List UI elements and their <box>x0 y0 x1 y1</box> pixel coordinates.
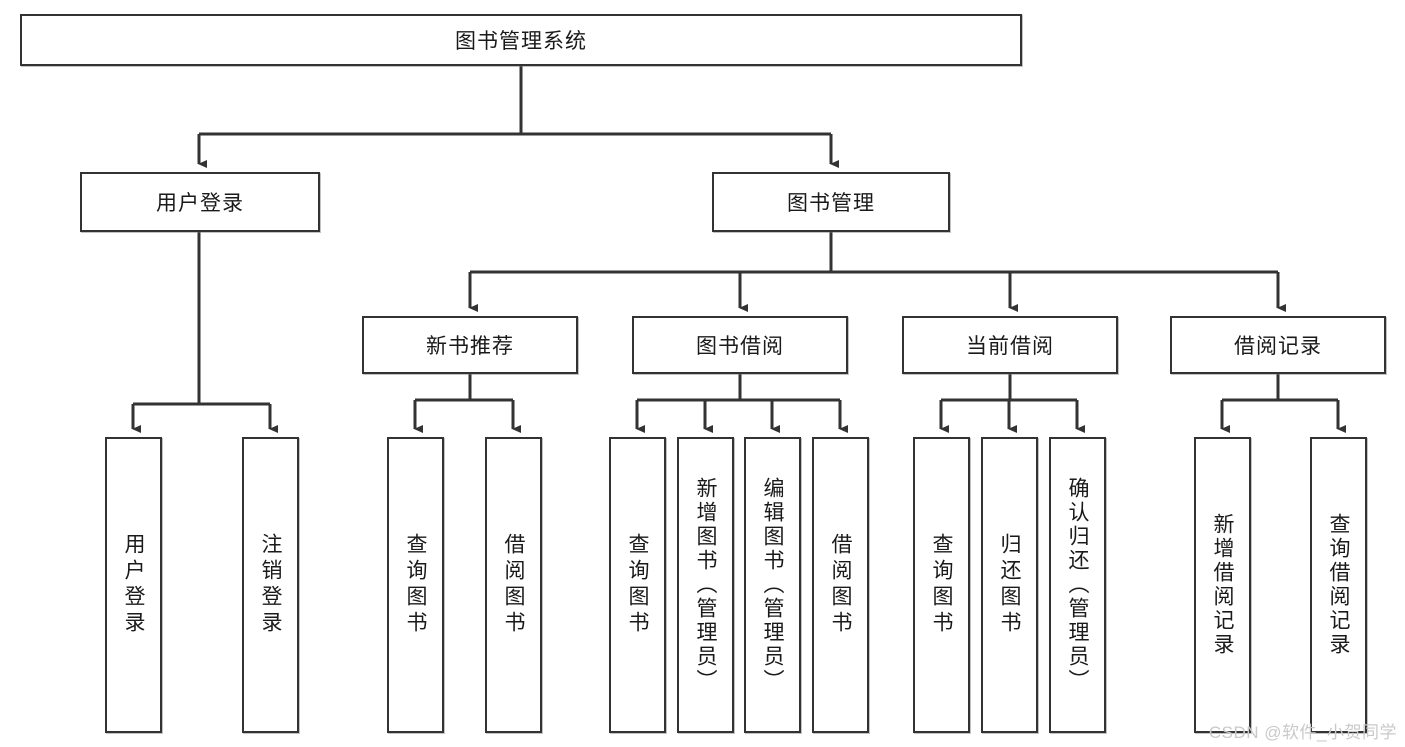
leaf-new-book-borrow[interactable]: 借阅图书 <box>485 437 542 733</box>
node-borrow-record-label: 借阅记录 <box>1234 335 1322 358</box>
watermark: CSDN @软件_小贺同学 <box>1208 723 1397 742</box>
node-borrow-record[interactable]: 借阅记录 <box>1170 316 1386 374</box>
node-current-borrow[interactable]: 当前借阅 <box>902 316 1118 374</box>
node-root-label: 图书管理系统 <box>455 30 587 53</box>
node-new-book-recommend[interactable]: 新书推荐 <box>362 316 578 374</box>
node-current-borrow-label: 当前借阅 <box>966 335 1054 358</box>
leaf-label: 确认归还（管理员） <box>1066 477 1089 693</box>
leaf-user-login-login[interactable]: 用户登录 <box>105 437 162 733</box>
node-root-system[interactable]: 图书管理系统 <box>20 14 1022 66</box>
leaf-label: 查询借阅记录 <box>1327 513 1350 657</box>
leaf-borrow-record-query[interactable]: 查询借阅记录 <box>1310 437 1367 733</box>
node-book-borrow[interactable]: 图书借阅 <box>632 316 848 374</box>
leaf-label: 查询图书 <box>930 533 953 637</box>
node-new-book-recommend-label: 新书推荐 <box>426 335 514 358</box>
leaf-book-borrow-edit[interactable]: 编辑图书（管理员） <box>744 437 801 733</box>
leaf-label: 查询图书 <box>404 533 427 637</box>
node-book-borrow-label: 图书借阅 <box>696 335 784 358</box>
leaf-label: 新增借阅记录 <box>1211 513 1234 657</box>
leaf-borrow-record-add[interactable]: 新增借阅记录 <box>1194 437 1251 733</box>
leaf-label: 注销登录 <box>259 533 282 637</box>
node-book-manage-label: 图书管理 <box>787 192 875 215</box>
leaf-book-borrow-borrow[interactable]: 借阅图书 <box>812 437 869 733</box>
leaf-current-borrow-return[interactable]: 归还图书 <box>981 437 1038 733</box>
leaf-label: 新增图书（管理员） <box>694 477 717 693</box>
leaf-label: 编辑图书（管理员） <box>761 477 784 693</box>
leaf-current-borrow-query[interactable]: 查询图书 <box>913 437 970 733</box>
node-user-login[interactable]: 用户登录 <box>80 172 320 232</box>
node-user-login-label: 用户登录 <box>156 192 244 215</box>
leaf-label: 归还图书 <box>998 533 1021 637</box>
leaf-current-borrow-confirm-return[interactable]: 确认归还（管理员） <box>1049 437 1106 733</box>
leaf-label: 查询图书 <box>626 533 649 637</box>
leaf-book-borrow-add[interactable]: 新增图书（管理员） <box>677 437 734 733</box>
leaf-new-book-query[interactable]: 查询图书 <box>387 437 444 733</box>
leaf-book-borrow-query[interactable]: 查询图书 <box>609 437 666 733</box>
leaf-user-login-logout[interactable]: 注销登录 <box>242 437 299 733</box>
leaf-label: 借阅图书 <box>502 533 525 637</box>
leaf-label: 借阅图书 <box>829 533 852 637</box>
leaf-label: 用户登录 <box>122 533 145 637</box>
node-book-manage[interactable]: 图书管理 <box>712 172 950 232</box>
